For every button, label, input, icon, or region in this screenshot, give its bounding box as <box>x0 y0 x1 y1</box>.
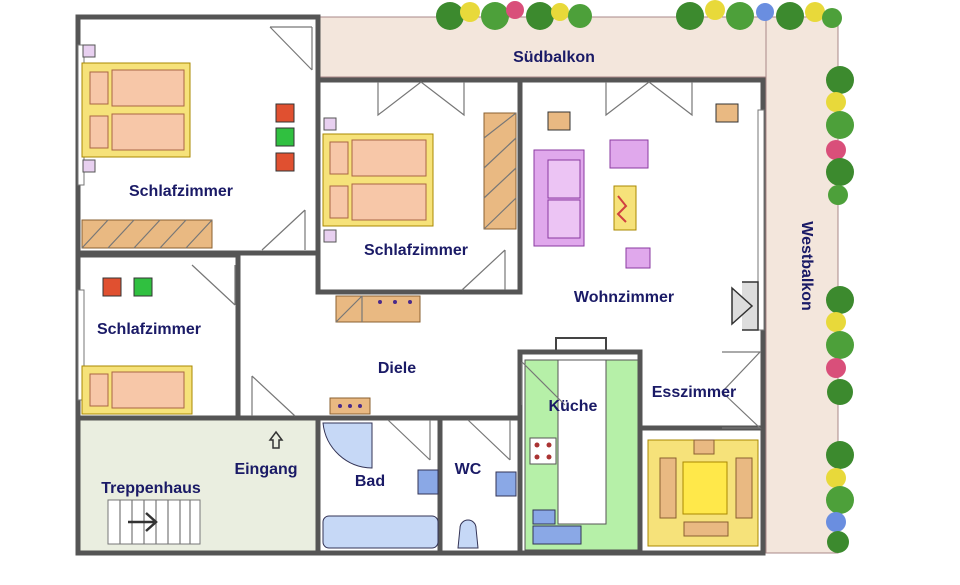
bedroom-3-furniture <box>81 277 193 415</box>
stair-arrow-icon <box>128 512 158 532</box>
entrance-arrow-icon <box>268 430 284 449</box>
toilet-icon <box>457 519 479 549</box>
dining-furniture <box>647 439 759 547</box>
bedroom-2-furniture <box>322 112 517 323</box>
plant-cluster-right-1 <box>826 66 854 205</box>
label-westbalkon: Westbalkon <box>798 221 815 311</box>
label-schlafzimmer-3: Schlafzimmer <box>97 321 201 338</box>
plant-cluster-top-2 <box>676 0 842 30</box>
label-treppenhaus: Treppenhaus <box>101 480 201 497</box>
plant-cluster-top-1 <box>436 1 592 30</box>
label-wohnzimmer: Wohnzimmer <box>574 289 674 306</box>
kitchen-counter <box>524 337 641 551</box>
label-kueche: Küche <box>549 398 598 415</box>
living-room-furniture <box>533 103 759 331</box>
tv-icon <box>731 281 759 331</box>
room-labels: Schlafzimmer Schlafzimmer Schlafzimmer S… <box>97 49 815 497</box>
bath-sink-icon <box>417 469 439 495</box>
bathtub-icon <box>322 515 439 549</box>
balcony-plants <box>436 0 854 553</box>
sink-icon <box>532 509 556 525</box>
bedroom-1-furniture <box>81 44 295 249</box>
label-bad: Bad <box>355 473 385 490</box>
bathroom-fixtures <box>322 422 517 549</box>
shower-icon <box>322 422 373 469</box>
wc-sink-icon <box>495 471 517 497</box>
label-suedbalkon: Südbalkon <box>513 49 595 66</box>
label-schlafzimmer-1: Schlafzimmer <box>129 183 233 200</box>
doors-and-windows <box>77 26 765 461</box>
plant-cluster-right-3 <box>826 441 854 553</box>
label-esszimmer: Esszimmer <box>652 384 737 401</box>
plant-cluster-right-2 <box>826 286 854 405</box>
label-eingang: Eingang <box>234 461 297 478</box>
label-diele: Diele <box>378 360 416 377</box>
hall-furniture <box>268 300 412 449</box>
label-wc: WC <box>455 461 482 478</box>
stairs <box>107 499 201 545</box>
label-schlafzimmer-2: Schlafzimmer <box>364 242 468 259</box>
stove-icon <box>529 437 557 465</box>
